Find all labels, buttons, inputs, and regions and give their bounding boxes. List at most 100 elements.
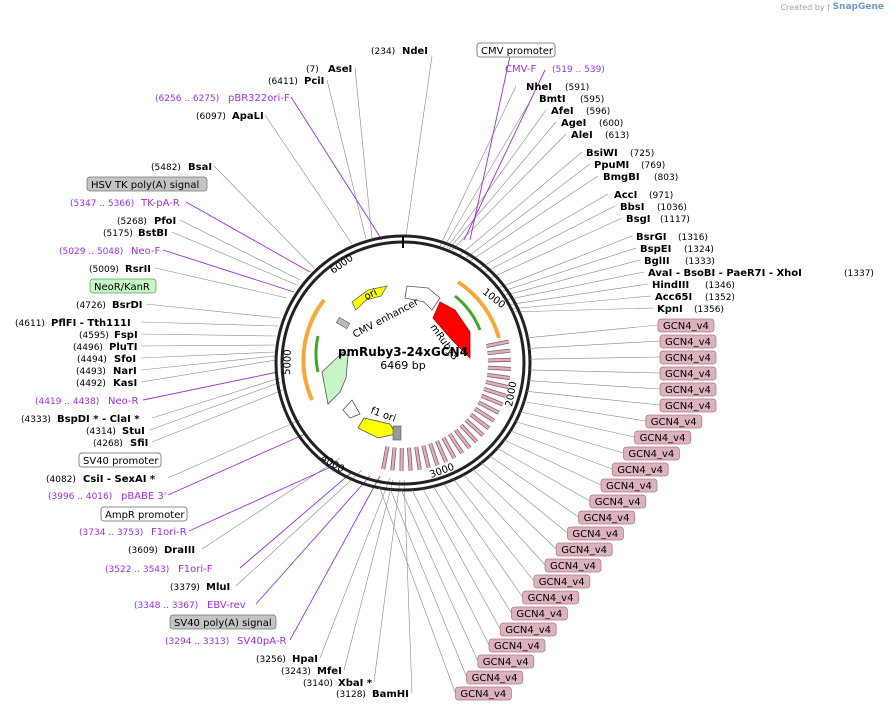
enzyme-pos: (595)	[580, 95, 604, 105]
gcn4-label-text: GCN4_v4	[640, 433, 686, 444]
enzyme-pos: (1117)	[660, 215, 690, 225]
primer-range: (3348 .. 3367)	[134, 601, 198, 611]
enzyme-label: BspDI * - ClaI *	[57, 414, 140, 425]
enzyme-leader-line	[145, 303, 281, 319]
gcn4-connector	[463, 474, 546, 566]
ampr-promoter-box	[100, 506, 188, 522]
enzyme-label: AgeI	[561, 118, 586, 129]
enzyme-label: PciI	[304, 76, 324, 87]
enzyme-pos: (1356)	[694, 305, 724, 315]
enzyme-leader-line	[140, 355, 276, 371]
enzyme-label: BmtI	[539, 94, 566, 105]
enzyme-label: SfoI	[114, 354, 136, 365]
enzyme-label: PflFI - Tth111I	[51, 318, 131, 329]
gcn4-label: GCN4_v4	[567, 526, 624, 541]
enzyme-label: KasI	[113, 378, 137, 389]
gcn4-repeat-block-fill	[487, 373, 511, 380]
enzyme-label: BsrGI	[636, 232, 666, 243]
gcn4-repeat-block-fill	[474, 407, 495, 422]
enzyme-label: BsaI	[188, 162, 212, 173]
enzyme-leader-line	[140, 321, 279, 327]
enzyme-pos: (4595)	[79, 331, 109, 341]
enzyme-label: RsrII	[125, 264, 151, 275]
primer-range: (5347 .. 5366)	[70, 199, 134, 209]
enzyme-pos: (5009)	[89, 265, 119, 275]
enzyme-leader-line	[343, 479, 394, 671]
gcn4-label: GCN4_v4	[578, 510, 635, 525]
gcn4-label-text: GCN4_v4	[505, 625, 551, 636]
enzyme-leader-line	[201, 457, 341, 550]
sv40-promoter-box	[78, 452, 162, 468]
neo-kan-box	[89, 278, 157, 294]
gcn4-label-stack: GCN4_v4GCN4_v4GCN4_v4GCN4_v4GCN4_v4GCN4_…	[379, 318, 717, 701]
enzyme-pos: (1324)	[684, 245, 714, 255]
gcn4-repeat-block-fill	[415, 446, 421, 470]
enzyme-label: BsiWI	[586, 148, 618, 159]
gcn4-label: GCN4_v4	[611, 462, 669, 477]
enzyme-pos: (6097)	[196, 112, 226, 122]
enzyme-pos: (1316)	[678, 233, 708, 243]
enzyme-leader-line	[465, 163, 591, 259]
gcn4-label-text: GCN4_v4	[516, 609, 562, 620]
enzyme-pos: (769)	[641, 161, 665, 171]
enzyme-leader-line	[171, 231, 298, 286]
enzyme-label: DraIII	[164, 545, 195, 556]
enzyme-label: BstBI	[138, 228, 168, 239]
primer-range: (5029 .. 5048)	[59, 247, 123, 257]
gcn4-label: GCN4_v4	[533, 574, 591, 589]
enzyme-label: AfeI	[551, 106, 574, 117]
gcn4-connector	[472, 468, 557, 550]
gcn4-label-text: GCN4_v4	[651, 417, 697, 428]
enzyme-label: HpaI	[292, 654, 318, 665]
gcn4-connector	[379, 487, 456, 694]
enzyme-pos: (3243)	[281, 667, 311, 677]
enzyme-pos: (3256)	[256, 655, 286, 665]
gcn4-connector	[390, 489, 467, 678]
enzyme-pos: (4492)	[76, 379, 106, 389]
enzyme-label: MfeI	[317, 666, 342, 677]
enzyme-label: PfoI	[154, 216, 176, 227]
gcn4-repeat-block-fill	[486, 340, 510, 348]
enzyme-pos: (4611)	[15, 319, 45, 329]
enzyme-label: BspEI	[640, 244, 671, 255]
primer-leader-line	[167, 433, 306, 496]
gcn4-repeat-block-fill	[477, 401, 500, 414]
enzyme-pos: (4333)	[21, 415, 51, 425]
enzyme-leader-line	[405, 55, 433, 237]
primer-leader-line	[239, 471, 353, 569]
enzyme-pos: (4314)	[86, 427, 116, 437]
gcn4-label: GCN4_v4	[589, 494, 647, 509]
enzyme-pos: (1346)	[705, 281, 735, 291]
primer-leader-line	[255, 475, 371, 605]
gcn4-label: GCN4_v4	[522, 590, 579, 605]
enzyme-pos: (5175)	[103, 229, 133, 239]
primer-range: (6256 .. 6275)	[155, 94, 219, 104]
gcn4-label: GCN4_v4	[477, 654, 535, 669]
gcn4-connector	[527, 324, 659, 339]
enzyme-leader-line	[469, 175, 599, 262]
cmv-enhancer-arrow	[404, 285, 441, 311]
gcn4-repeat-block-fill	[454, 429, 471, 449]
gcn4-connector	[497, 447, 590, 502]
gcn4-repeat-block-fill	[407, 447, 412, 471]
enzyme-label: BbsI	[620, 202, 644, 213]
enzyme-pos: (1337)	[844, 269, 874, 279]
primer-range: (3996 .. 4016)	[48, 492, 112, 502]
tick-label-2000: 2000	[504, 381, 519, 408]
gcn4-connector	[529, 369, 661, 374]
gcn4-label: GCN4_v4	[659, 398, 717, 413]
feature-arc-left-green	[314, 335, 320, 373]
enzyme-leader-line	[354, 67, 373, 239]
gcn4-label-text: GCN4_v4	[550, 561, 596, 572]
gcn4-label-text: GCN4_v4	[665, 385, 711, 396]
enzyme-leader-line	[167, 419, 301, 479]
enzyme-leader-line	[319, 477, 391, 659]
enzyme-leader-line	[151, 377, 281, 419]
gcn4-label: GCN4_v4	[645, 414, 703, 429]
gcn4-repeat-block-fill	[448, 433, 464, 454]
enzyme-label: PluTI	[109, 342, 137, 353]
gcn4-label-text: GCN4_v4	[663, 321, 709, 332]
enzyme-leader-line	[439, 85, 517, 247]
gcn4-label: GCN4_v4	[659, 350, 717, 365]
